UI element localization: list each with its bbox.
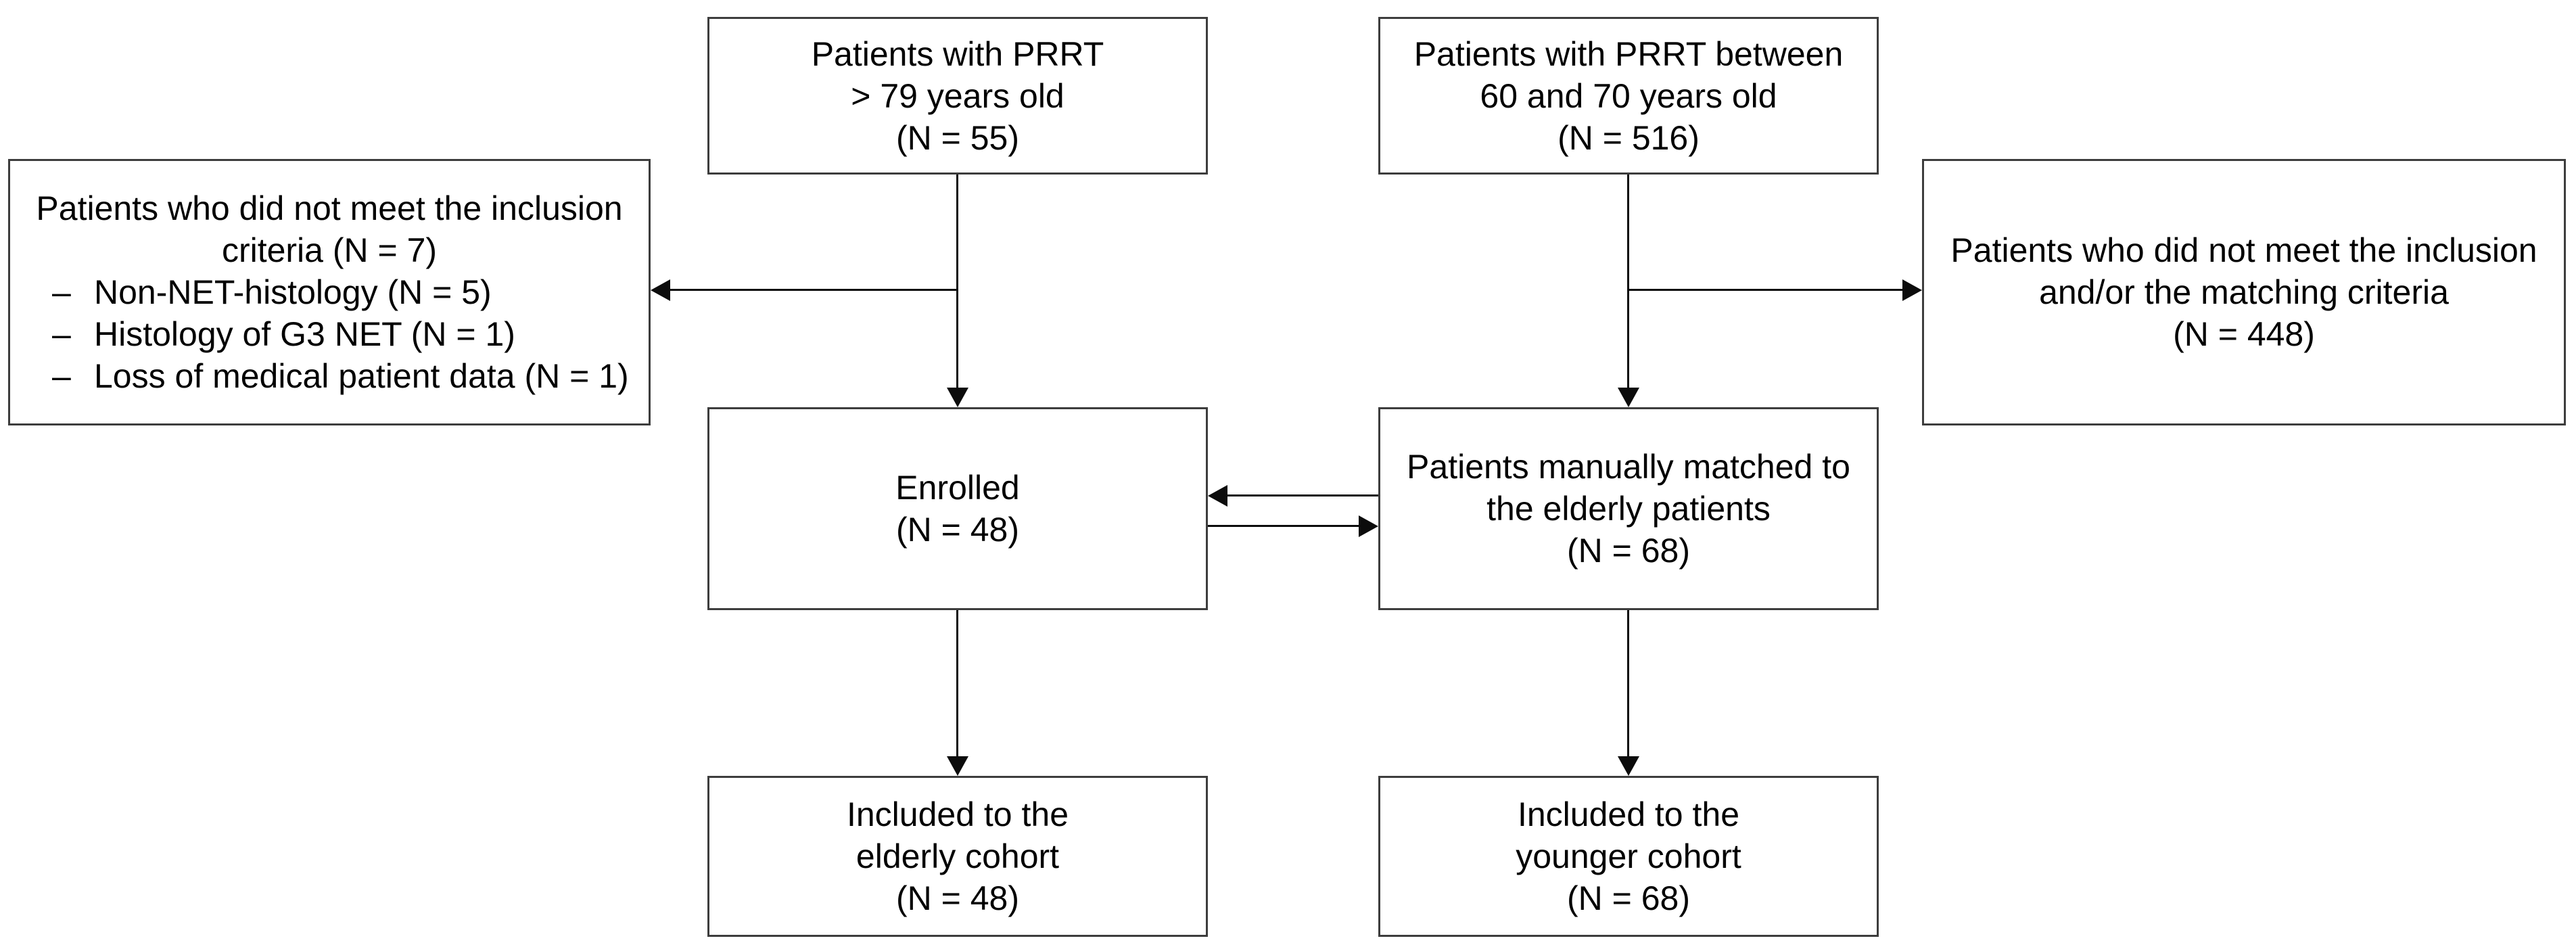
- box-excluded-elderly: Patients who did not meet the inclusion …: [8, 159, 651, 425]
- connector-enrolled-to-included-elderly: [956, 610, 958, 757]
- box-included-younger: Included to the younger cohort (N = 68): [1378, 776, 1879, 937]
- box-text-line: Patients with PRRT: [811, 34, 1104, 73]
- connector-to-excluded-elderly: [670, 289, 958, 291]
- box-matched: Patients manually matched to the elderly…: [1378, 407, 1879, 610]
- arrowhead-down-included-elderly: [947, 756, 968, 776]
- connector-enrolled-to-matched: [1208, 525, 1359, 527]
- connector-matched-to-included-younger: [1627, 610, 1629, 757]
- arrowhead-left-enrolled: [1208, 485, 1227, 507]
- arrowhead-down-included-younger: [1618, 756, 1639, 776]
- box-text-line: Included to the: [1517, 795, 1740, 833]
- arrowhead-down-enrolled: [947, 388, 968, 407]
- box-text-line: (N = 48): [895, 511, 1019, 549]
- box-excluded-younger: Patients who did not meet the inclusion …: [1922, 159, 2566, 425]
- exclusion-bullet: – Non-NET-histology (N = 5): [24, 271, 635, 313]
- box-text-line: the elderly patients: [1486, 490, 1771, 528]
- connector-to-excluded-younger: [1629, 289, 1903, 291]
- box-text-line: (N = 48): [895, 879, 1019, 917]
- box-prrt-younger: Patients with PRRT between 60 and 70 yea…: [1378, 17, 1879, 175]
- exclusion-bullet: – Histology of G3 NET (N = 1): [24, 313, 635, 355]
- box-text-line: (N = 448): [2173, 315, 2315, 353]
- box-text-line: > 79 years old: [851, 76, 1064, 115]
- bullet-dash: –: [52, 273, 71, 311]
- box-text-line: Included to the: [846, 795, 1069, 833]
- arrowhead-left-excluded-elderly: [651, 279, 670, 301]
- box-text-line: (N = 68): [1566, 532, 1690, 570]
- box-text-line: (N = 68): [1566, 879, 1690, 917]
- box-text-line: 60 and 70 years old: [1480, 76, 1777, 115]
- box-text-line: elderly cohort: [856, 837, 1060, 875]
- box-text-line: younger cohort: [1516, 837, 1741, 875]
- bullet-text: Loss of medical patient data (N = 1): [94, 357, 629, 395]
- box-text-line: (N = 55): [895, 118, 1019, 157]
- box-text-line: Patients who did not meet the inclusion: [36, 189, 623, 227]
- box-text-line: criteria (N = 7): [221, 231, 438, 269]
- box-text-line: (N = 516): [1558, 118, 1700, 157]
- connector-matched-to-enrolled: [1227, 494, 1378, 496]
- box-included-elderly: Included to the elderly cohort (N = 48): [707, 776, 1208, 937]
- box-text-line: Enrolled: [895, 469, 1020, 507]
- box-prrt-elderly: Patients with PRRT > 79 years old (N = 5…: [707, 17, 1208, 175]
- arrowhead-right-matched: [1359, 515, 1378, 537]
- connector-prrt-younger-to-matched: [1627, 175, 1629, 388]
- arrowhead-right-excluded-younger: [1902, 279, 1922, 301]
- bullet-dash: –: [52, 357, 71, 395]
- box-enrolled: Enrolled (N = 48): [707, 407, 1208, 610]
- bullet-text: Non-NET-histology (N = 5): [94, 273, 492, 311]
- bullet-text: Histology of G3 NET (N = 1): [94, 315, 515, 353]
- box-text-line: Patients with PRRT between: [1413, 34, 1844, 73]
- arrowhead-down-matched: [1618, 388, 1639, 407]
- connector-prrt-elderly-to-enrolled: [956, 175, 958, 388]
- box-text-line: Patients who did not meet the inclusion: [1950, 231, 2537, 269]
- exclusion-bullet: – Loss of medical patient data (N = 1): [24, 355, 635, 397]
- box-text-line: Patients manually matched to: [1407, 448, 1850, 486]
- bullet-dash: –: [52, 315, 71, 353]
- box-text-line: and/or the matching criteria: [2039, 273, 2449, 311]
